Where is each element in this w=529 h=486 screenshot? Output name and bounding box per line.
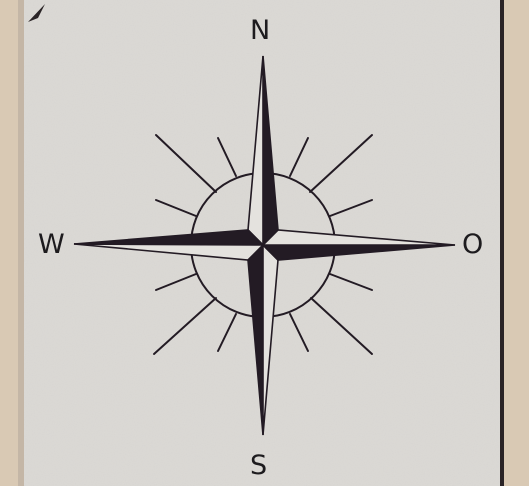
right-border-line (500, 0, 504, 486)
east-label: O (462, 231, 483, 258)
west-label: W (38, 231, 65, 258)
north-label: N (250, 17, 270, 44)
south-label: S (250, 452, 267, 479)
left-edge-shadow (18, 0, 24, 486)
